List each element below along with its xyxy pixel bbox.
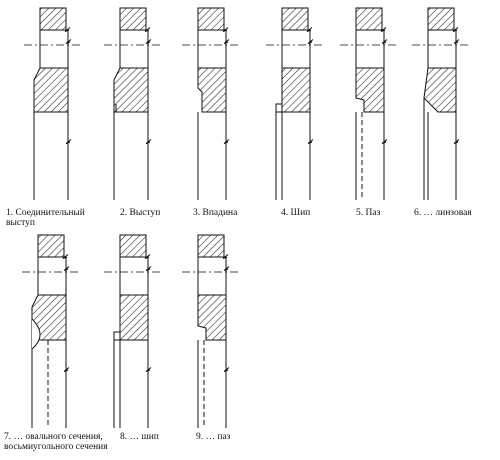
break-mark xyxy=(380,27,387,32)
break-mark xyxy=(452,27,459,32)
break-mark xyxy=(222,254,229,259)
tongue-ridge xyxy=(275,103,283,113)
break-mark xyxy=(222,27,229,32)
flange-section-8 xyxy=(104,234,162,428)
flange-section-4 xyxy=(266,7,324,200)
flange-section-3 xyxy=(182,7,240,200)
gasket-face-section xyxy=(33,67,69,113)
bolt-ring-block xyxy=(427,7,455,31)
bolt-ring-block xyxy=(39,7,67,31)
caption-raised-face: 2. Выступ xyxy=(120,208,161,218)
bolt-ring-block xyxy=(197,7,225,31)
caption-groove-small: 9. … паз xyxy=(196,432,231,442)
caption-tongue-small: 8. … шип xyxy=(120,432,159,442)
gasket-face-section xyxy=(31,294,67,341)
tongue-ridge xyxy=(113,331,121,341)
bolt-ring-block xyxy=(37,234,65,258)
bolt-ring-block xyxy=(119,234,147,258)
break-mark xyxy=(306,27,313,32)
gasket-face-section xyxy=(197,294,227,341)
bolt-ring-block xyxy=(119,7,147,31)
flange-section-6 xyxy=(412,7,470,200)
break-mark xyxy=(144,254,151,259)
break-mark xyxy=(63,266,70,271)
break-mark xyxy=(223,39,230,44)
gasket-face-section xyxy=(197,67,227,113)
oval-gasket-groove xyxy=(31,318,41,350)
caption-groove: 5. Паз xyxy=(356,208,381,218)
gasket-face-section xyxy=(119,294,149,341)
break-mark xyxy=(307,39,314,44)
break-mark xyxy=(381,39,388,44)
caption-oval-octagonal: 7. … овального сечения,восьмиугольного с… xyxy=(4,432,108,452)
break-mark xyxy=(145,266,152,271)
caption-tongue: 4. Шип xyxy=(281,208,311,218)
bolt-ring-block xyxy=(355,7,383,31)
break-mark xyxy=(62,254,69,259)
break-mark xyxy=(64,27,71,32)
caption-recess: 3. Впадина xyxy=(193,208,238,218)
break-mark xyxy=(145,39,152,44)
flange-section-2 xyxy=(104,7,162,200)
break-mark xyxy=(65,39,72,44)
flange-section-5 xyxy=(340,7,398,200)
flange-section-9 xyxy=(182,234,240,428)
bolt-ring-block xyxy=(281,7,309,31)
bolt-ring-block xyxy=(197,234,225,258)
flange-section-1 xyxy=(24,7,82,200)
gasket-face-section xyxy=(423,67,457,113)
break-mark xyxy=(223,266,230,271)
gasket-face-section xyxy=(113,67,149,113)
gasket-face-section xyxy=(355,67,385,113)
caption-lens: 6. … линзовая xyxy=(414,208,472,218)
gasket-face-section xyxy=(281,67,311,113)
break-mark xyxy=(453,39,460,44)
flange-section-7 xyxy=(22,234,80,428)
break-mark xyxy=(144,27,151,32)
